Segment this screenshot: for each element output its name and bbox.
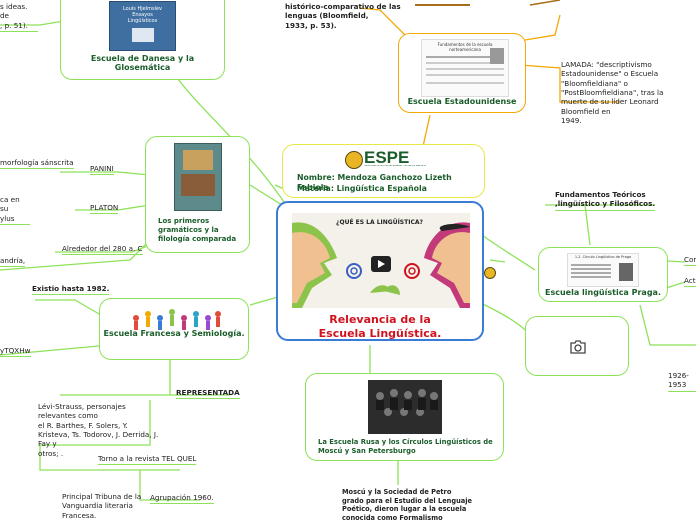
danesa-title: Escuela de Danesa y la Glosemática (90, 54, 195, 72)
francesa-title: Escuela Francesa y Semiología. (103, 329, 245, 338)
video-title: ¿QUÉ ES LA LINGÜÍSTICA? (336, 219, 423, 226)
central-topic-node[interactable]: ¿QUÉ ES LA LINGÜÍSTICA? Relevancia de la… (276, 201, 484, 341)
tribuna-text: Principal Tribuna de la Vanguardia liter… (62, 492, 142, 520)
escuela-danesa-node[interactable]: Louis Hjelmslev Ensayos Lingüísticos Esc… (60, 0, 225, 80)
rusa-title: La Escuela Rusa y los Círculos Lingüísti… (318, 438, 493, 455)
tel-quel-label: Torno a la revista TEL QUEL (98, 454, 197, 466)
espe-logo: ESPE UNIVERSIDAD DE LAS FUERZAS ARMADAS … (345, 148, 426, 171)
gramaticos-title: Los primeros gramáticos y la filología c… (158, 217, 237, 244)
central-title-line1: Relevancia de la (329, 313, 431, 326)
gramaticos-node[interactable]: Los primeros gramáticos y la filología c… (145, 136, 250, 253)
camera-icon (570, 340, 586, 354)
estad-thumbnail: Fundamentos de la escuela norteamericana (421, 39, 509, 97)
agrupacion-label: Agrupación 1960. (150, 493, 214, 505)
rusa-group-photo (368, 380, 442, 434)
estad-title: Escuela Estadounidense (407, 97, 517, 106)
danesa-left-text: s ideas. de , p. 51). (0, 2, 38, 33)
andria-label: andría, (0, 256, 26, 268)
alrededor-label: Alrededor del 280 a. C (62, 244, 143, 256)
escuela-rusa-node[interactable]: La Escuela Rusa y los Círculos Lingüísti… (305, 373, 504, 461)
morfologia-label: morfología sánscrita (0, 158, 74, 170)
central-title-line2: Escuela Lingüística. (318, 327, 442, 340)
francesa-link-text[interactable]: yTQXHw (0, 346, 31, 358)
book-cover-text: Louis Hjelmslev Ensayos Lingüísticos (122, 6, 163, 24)
platon-text: ca en su ylus (0, 195, 30, 226)
existio-label: Existio hasta 1982. (32, 284, 110, 296)
representada-label: REPRESENTADA (176, 388, 240, 400)
praga-title: Escuela lingüística Praga. (545, 288, 661, 297)
people-network-image (126, 304, 226, 334)
praga-act-label: Acti (684, 276, 696, 288)
praga-small-icon (484, 267, 496, 279)
hjelmslev-book-image: Louis Hjelmslev Ensayos Lingüísticos (109, 1, 176, 51)
platon-label: PLATON (90, 203, 119, 215)
subject-name: Materia: Lingüística Española (297, 184, 427, 193)
representantes-text: Lévi-Strauss, personajes relevantes como… (38, 402, 159, 458)
escuela-praga-node[interactable]: 1.2. Círculo Lingüístico de Praga Escuel… (538, 247, 668, 302)
fundamentos-label: Fundamentos Teóricos ,lingüístico y Filo… (555, 190, 656, 211)
estad-top-text: histórico-comparativo de las lenguas (Bl… (285, 2, 401, 30)
image-placeholder-node[interactable] (525, 316, 629, 376)
estad-right-text: LAMADA: "descriptivismo Estadounidense" … (561, 60, 664, 126)
faces-illustration (292, 222, 470, 308)
gramaticos-image (174, 143, 222, 211)
rusa-text: Moscú y la Sociedad de Petro grado para … (342, 488, 472, 522)
name-box-node[interactable]: ESPE UNIVERSIDAD DE LAS FUERZAS ARMADAS … (282, 144, 485, 198)
escuela-estadounidense-node[interactable]: Fundamentos de la escuela norteamericana… (398, 33, 526, 113)
panini-label: PANINI (90, 164, 114, 176)
praga-thumbnail: 1.2. Círculo Lingüístico de Praga (567, 253, 639, 287)
praga-cor-label: Cor (684, 255, 696, 267)
praga-year-label: 1926-1953 (668, 371, 696, 392)
student-name: Nombre: Mendoza Ganchozo Lizeth Fabiola (297, 173, 452, 193)
espe-seal-icon (345, 151, 363, 169)
escuela-francesa-node[interactable]: Escuela Francesa y Semiología. (99, 298, 249, 360)
video-thumbnail[interactable]: ¿QUÉ ES LA LINGÜÍSTICA? (292, 213, 470, 308)
